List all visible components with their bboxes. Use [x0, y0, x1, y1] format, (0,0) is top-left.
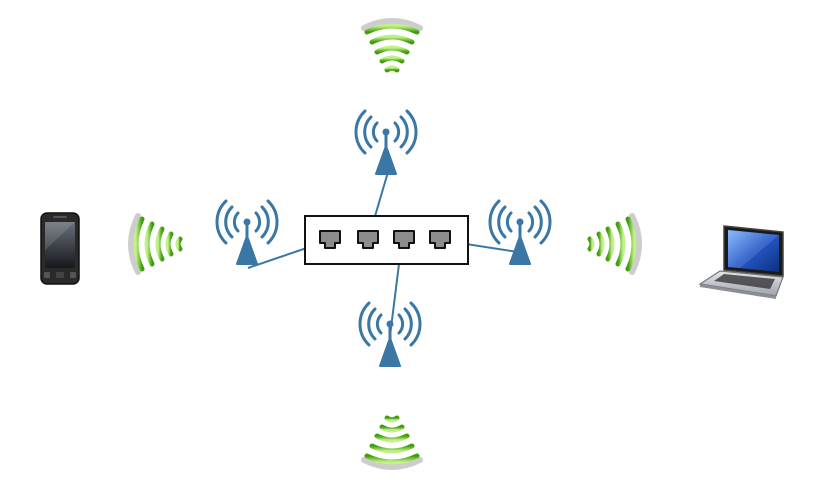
- wifi-signal-icon: [364, 418, 420, 467]
- wifi-signal-icon: [364, 21, 420, 70]
- wifi-signal-icon: [590, 216, 639, 272]
- wireless-access-point-icon: [354, 109, 418, 176]
- wireless-access-point-icon: [215, 199, 279, 266]
- ethernet-switch-icon: [304, 215, 469, 265]
- wifi-signal-icon: [131, 216, 180, 272]
- laptop-icon: [698, 225, 784, 299]
- wireless-access-point-icon: [488, 199, 552, 266]
- smartphone-icon: [40, 212, 80, 285]
- wireless-access-point-icon: [358, 301, 422, 368]
